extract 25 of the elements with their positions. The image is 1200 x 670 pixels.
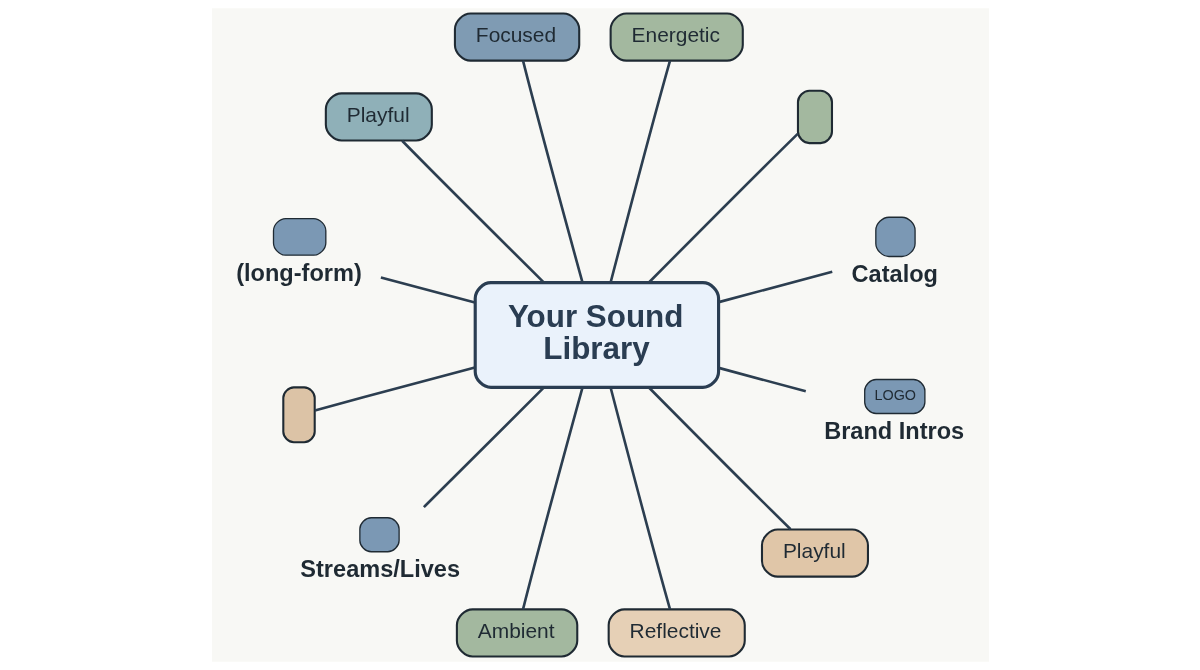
connector [647,132,799,284]
connector [314,366,475,412]
node-label: Streams/Lives [299,556,460,583]
node-box [281,386,316,444]
connector [422,386,545,509]
node-box: Playful [324,92,433,142]
connector [647,386,791,531]
node-box: Ambient [455,608,578,658]
connector [521,387,584,610]
connector [521,60,584,283]
connector [608,387,671,610]
connector [717,366,806,393]
node-box: Focused [453,12,580,62]
node-label: Brand Intros [823,417,964,444]
connector [608,60,671,283]
node-box: Your Sound Library [473,281,720,389]
node-box: Playful [760,528,869,578]
node-box [796,89,833,145]
connector [380,276,475,304]
node-label: Catalog [851,260,938,287]
connector [400,139,545,284]
connector [717,270,833,304]
node-label: (long-form) [235,259,362,286]
node-box: Energetic [609,12,744,62]
node-box: Reflective [607,608,746,658]
